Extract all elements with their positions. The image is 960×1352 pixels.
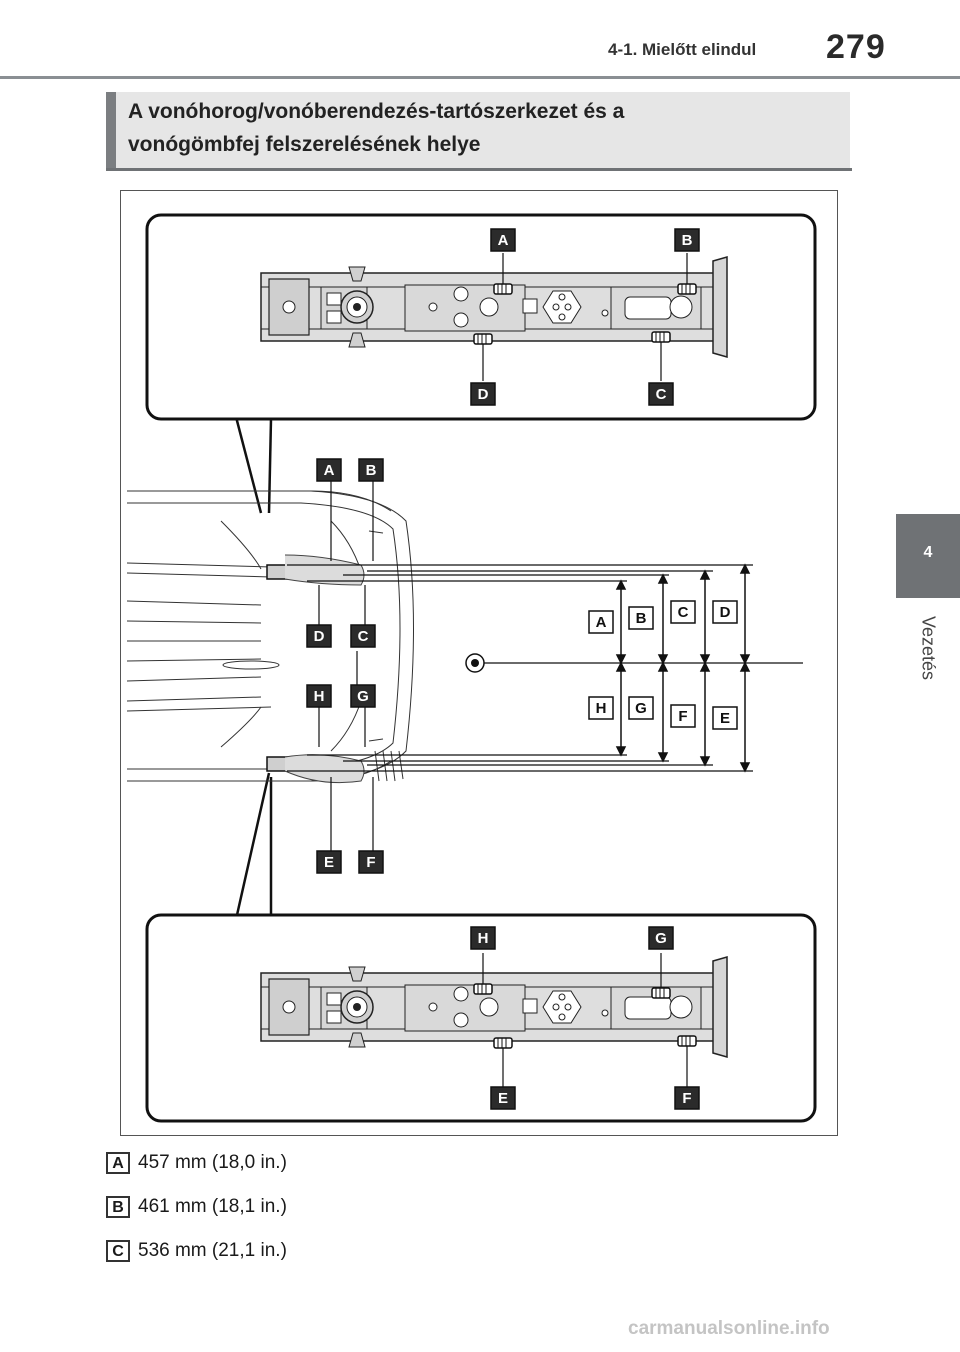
callout-c: C — [670, 600, 696, 624]
callout-h: H — [470, 926, 496, 950]
callout-letter: E — [720, 710, 730, 727]
callout-letter: D — [720, 604, 731, 621]
callout-f: F — [674, 1086, 700, 1110]
callout-e: E — [316, 850, 342, 874]
callout-d: D — [470, 382, 496, 406]
chapter-tab-number: 4 — [923, 544, 933, 561]
callout-letter: H — [478, 930, 489, 947]
callout-letter: F — [682, 1090, 691, 1107]
callout-g: G — [350, 684, 376, 708]
heading-line-1: A vonóhorog/vonóberendezés-tartószerkeze… — [128, 100, 625, 123]
callout-g: G — [628, 696, 654, 720]
callout-letter: A — [596, 614, 607, 631]
callout-b: B — [358, 458, 384, 482]
spec-badge-b: B — [106, 1196, 130, 1218]
spec-badge-c: C — [106, 1240, 130, 1262]
callout-b: B — [628, 606, 654, 630]
callout-h: H — [306, 684, 332, 708]
spec-value-b: 461 mm (18,1 in.) — [138, 1196, 287, 1217]
spec-value-a: 457 mm (18,0 in.) — [138, 1152, 287, 1173]
callout-letter: C — [656, 386, 667, 403]
watermark: carmanualsonline.info — [628, 1318, 830, 1339]
callout-letter: F — [678, 708, 687, 725]
callout-letter: E — [498, 1090, 508, 1107]
callout-b: B — [674, 228, 700, 252]
callout-letter: G — [357, 688, 369, 705]
hitch-location-figure: A B D C A B D C H G E F A B C D H G F E H G E F — [120, 190, 838, 1136]
chapter-tab-label: Vezetés — [918, 615, 939, 681]
callout-letter: H — [596, 700, 607, 717]
callout-d: D — [712, 600, 738, 624]
callout-letter: A — [324, 462, 335, 479]
callout-letter: B — [682, 232, 693, 249]
heading-box: A vonóhorog/vonóberendezés-tartószerkeze… — [106, 92, 850, 170]
hitch-diagram: A B D C A B D C H G E F A B C D H G F E H G E F — [126, 213, 817, 1123]
callout-letter: F — [366, 854, 375, 871]
callout-letter: G — [655, 930, 667, 947]
chapter-tab[interactable]: 4 — [896, 514, 960, 598]
callout-letter: G — [635, 700, 647, 717]
callout-e: E — [712, 706, 738, 730]
callout-letter: C — [678, 604, 689, 621]
callout-letter: A — [498, 232, 509, 249]
callout-h: H — [588, 696, 614, 720]
heading-line-2: vonógömbfej felszerelésének helye — [128, 133, 481, 156]
callout-letter: B — [636, 610, 647, 627]
callout-letter: D — [314, 628, 325, 645]
spec-value-c: 536 mm (21,1 in.) — [138, 1240, 287, 1261]
callout-a: A — [490, 228, 516, 252]
callout-letter: B — [366, 462, 377, 479]
header-rule — [0, 76, 960, 79]
callout-a: A — [588, 610, 614, 634]
callout-f: F — [670, 704, 696, 728]
callout-c: C — [648, 382, 674, 406]
spec-badge-a: A — [106, 1152, 130, 1174]
callout-letter: H — [314, 688, 325, 705]
callout-letter: C — [358, 628, 369, 645]
callout-a: A — [316, 458, 342, 482]
callout-letter: E — [324, 854, 334, 871]
section-title: 4-1. Mielőtt elindul — [608, 40, 757, 59]
callout-e: E — [490, 1086, 516, 1110]
callout-letter: D — [478, 386, 489, 403]
callout-f: F — [358, 850, 384, 874]
callout-g: G — [648, 926, 674, 950]
heading-underline — [106, 168, 852, 171]
callout-d: D — [306, 624, 332, 648]
page-number: 279 — [826, 28, 886, 66]
callout-c: C — [350, 624, 376, 648]
